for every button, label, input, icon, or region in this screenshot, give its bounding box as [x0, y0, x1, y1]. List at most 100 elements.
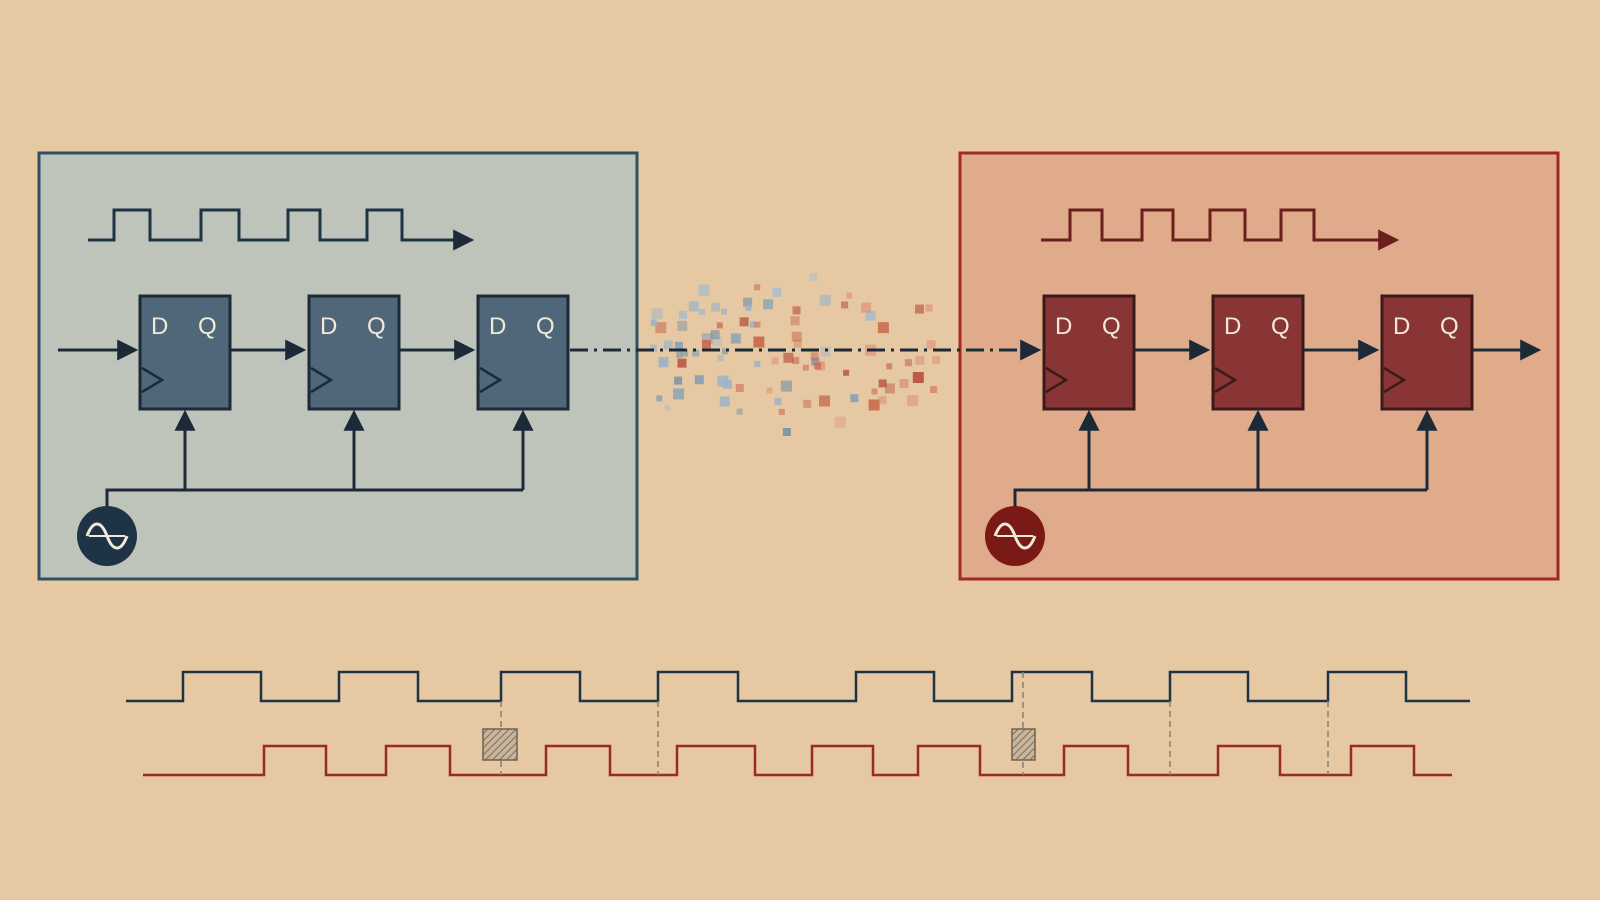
- crossing-pixel: [811, 357, 820, 366]
- crossing-pixel: [774, 398, 782, 406]
- source-clock-timing-waveform: [126, 670, 1470, 703]
- crossing-pixel: [745, 304, 752, 311]
- right-flip-flop-2: D Q: [1211, 294, 1305, 411]
- crossing-pixel: [846, 292, 853, 299]
- crossing-pixel: [753, 336, 765, 348]
- crossing-pixel: [676, 351, 683, 358]
- crossing-pixel: [912, 372, 924, 383]
- crossing-pixel: [792, 306, 801, 315]
- crossing-pixel: [717, 355, 724, 362]
- left-clock-waveform: [88, 208, 475, 251]
- ff-d-label: D: [1393, 313, 1410, 340]
- crossing-pixel: [802, 364, 809, 371]
- crossing-pixel: [803, 399, 812, 408]
- crossing-pixel: [694, 375, 704, 385]
- crossing-pixel: [930, 386, 938, 393]
- crossing-pixel: [651, 308, 663, 320]
- crossing-pixel: [749, 321, 756, 328]
- crossing-pixel: [783, 352, 794, 363]
- crossing-pixel: [678, 310, 687, 319]
- crossing-pixel: [711, 302, 720, 312]
- crossing-pixel: [814, 362, 821, 370]
- crossing-pixel: [782, 428, 791, 436]
- crossing-pixel: [650, 344, 657, 352]
- crossing-pixel: [664, 404, 671, 411]
- right-flip-flop-3: D Q: [1380, 294, 1474, 411]
- crossing-pixel: [865, 310, 876, 321]
- right-clock-waveform: [1041, 208, 1400, 251]
- crossing-pixel: [877, 322, 889, 334]
- crossing-pixel: [721, 308, 728, 315]
- crossing-pixel: [766, 387, 773, 394]
- domain-crossing-signal: [570, 273, 1042, 436]
- crossing-pixel: [754, 360, 761, 367]
- clock-input-triangle-icon: [310, 366, 334, 394]
- crossing-pixel: [925, 304, 933, 312]
- crossing-pixel: [656, 395, 663, 402]
- crossing-pixel: [868, 399, 880, 411]
- crossing-pixel: [688, 301, 699, 312]
- crossing-pixel: [736, 408, 743, 415]
- right-flip-flop-1: D Q: [1042, 294, 1136, 411]
- left-clock-source-icon: [77, 506, 137, 566]
- crossing-pixel: [692, 349, 700, 357]
- crossing-pixel: [673, 388, 685, 400]
- crossing-pixel: [878, 379, 887, 388]
- ff-q-label: Q: [536, 313, 555, 340]
- sampling-markers: [500, 672, 1329, 775]
- crossing-pixel: [701, 333, 713, 345]
- ff-d-label: D: [1055, 313, 1072, 340]
- crossing-pixel: [712, 336, 723, 347]
- crossing-pixel: [809, 273, 818, 282]
- crossing-pixel: [772, 287, 782, 297]
- left-flip-flop-3: D Q: [476, 294, 570, 411]
- crossing-pixel: [710, 330, 720, 340]
- ff-q-label: Q: [1102, 313, 1121, 340]
- crossing-pixel: [878, 396, 887, 405]
- ff-q-label: Q: [1271, 313, 1290, 340]
- crossing-pixel: [792, 357, 800, 364]
- clock-input-triangle-icon: [479, 366, 503, 394]
- clock-input-triangle-icon: [141, 366, 165, 394]
- left-flip-flop-1: D Q: [138, 294, 232, 411]
- crossing-pixel: [791, 331, 802, 342]
- right-clock-source-icon: [985, 506, 1045, 566]
- crossing-pixel: [843, 369, 850, 376]
- crossing-pixel: [819, 294, 831, 306]
- right-clock-domain: D Q D Q D Q: [958, 151, 1560, 581]
- crossing-pixel: [739, 317, 749, 327]
- timing-diagram: [126, 670, 1470, 777]
- crossing-pixel: [820, 346, 831, 357]
- crossing-pixel: [932, 355, 941, 364]
- ff-d-label: D: [151, 313, 168, 340]
- ff-d-label: D: [1224, 313, 1241, 340]
- crossing-pixel: [674, 376, 683, 385]
- crossing-pixel: [771, 357, 779, 365]
- left-flip-flop-2: D Q: [307, 294, 401, 411]
- crossing-pixel: [926, 340, 936, 350]
- crossing-pixel: [871, 388, 878, 395]
- crossing-pixel: [730, 333, 741, 344]
- crossing-pixel: [790, 316, 800, 326]
- crossing-pixel: [735, 384, 744, 392]
- destination-clock-timing-waveform: [143, 744, 1452, 777]
- crossing-pixel: [884, 383, 895, 394]
- crossing-pixel: [763, 299, 774, 310]
- crossing-pixel: [722, 379, 732, 389]
- crossing-pixel: [698, 284, 710, 296]
- ff-d-label: D: [489, 313, 506, 340]
- crossing-pixel: [778, 408, 785, 415]
- crossing-pixel: [810, 352, 819, 361]
- crossing-pixel: [780, 380, 792, 392]
- right-clock-tree: [1013, 409, 1438, 510]
- ff-q-label: Q: [198, 313, 217, 340]
- crossing-pixel: [743, 297, 753, 307]
- crossing-pixel: [675, 341, 683, 350]
- clock-input-triangle-icon: [1214, 366, 1238, 394]
- crossing-pixel: [721, 348, 728, 355]
- dissolving-pixels-icon: [650, 273, 941, 436]
- metastability-window-2: [1011, 728, 1036, 761]
- ff-d-label: D: [320, 313, 337, 340]
- crossing-pixel: [658, 356, 669, 367]
